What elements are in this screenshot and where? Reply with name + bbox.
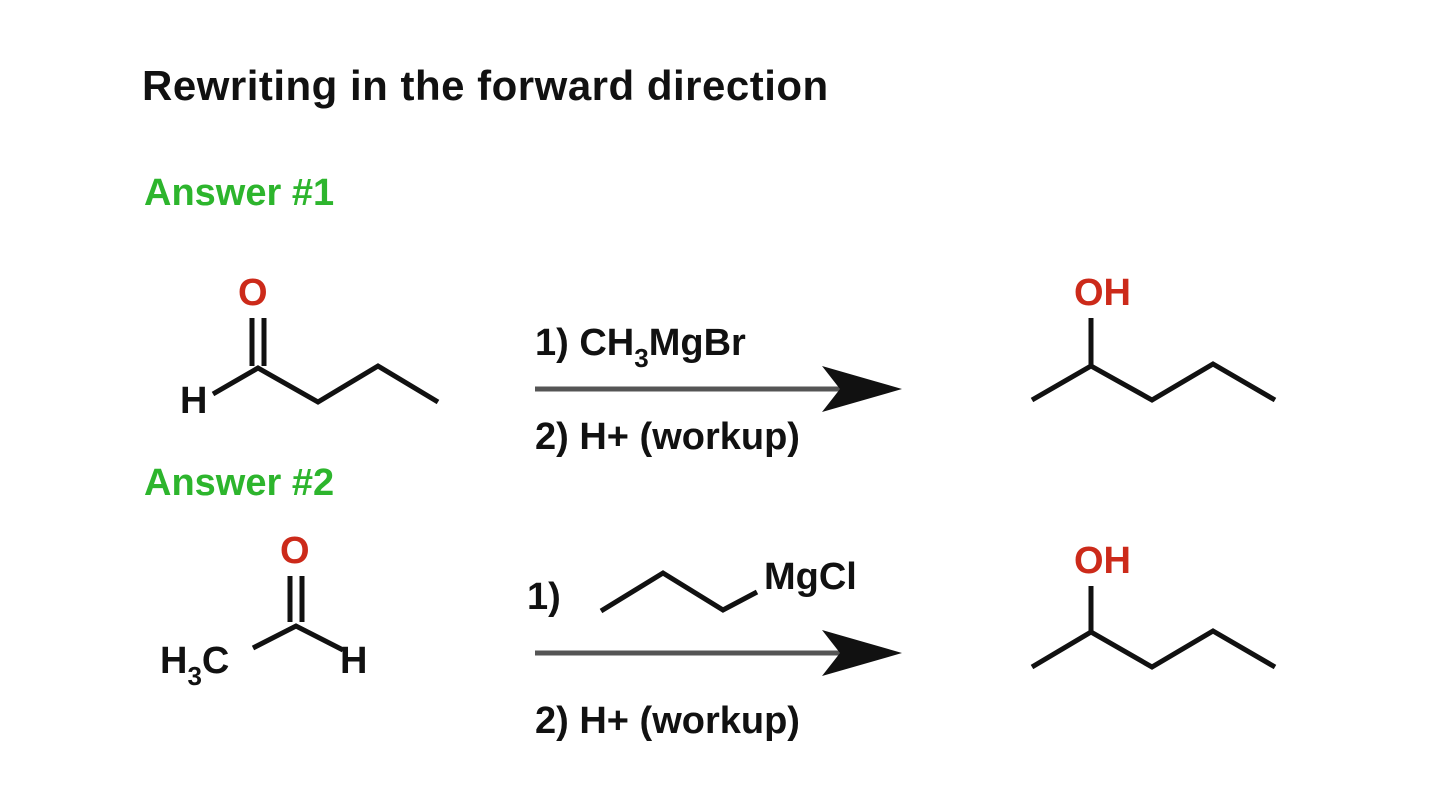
reactant-2-skeleton: [251, 576, 345, 653]
propyl-chain: [599, 570, 759, 614]
answer-2-label: Answer #2: [144, 462, 335, 504]
conditions-1-step1: 1) CH3MgBr: [535, 322, 746, 373]
reactant-1-skeleton: [211, 318, 440, 405]
methyl-c: C: [201, 640, 230, 682]
product-2-skeleton: [1030, 586, 1277, 670]
step1-prefix: 1) CH: [535, 322, 635, 364]
step1-suffix: MgBr: [648, 322, 746, 364]
product-2-hydroxyl: OH: [1074, 540, 1131, 582]
reactant-2-oxygen: O: [280, 530, 310, 572]
reactant-1-oxygen: O: [238, 272, 268, 314]
step1-subscript: 3: [634, 343, 649, 373]
product-1-hydroxyl: OH: [1074, 272, 1131, 314]
conditions-1-step2: 2) H+ (workup): [535, 416, 800, 458]
methyl-h: H: [160, 640, 188, 682]
reaction-arrow-1: [535, 366, 902, 412]
page-title: Rewriting in the forward direction: [142, 62, 829, 109]
reactant-1-hydrogen: H: [180, 380, 208, 422]
conditions-2-step1-prefix: 1): [527, 576, 561, 618]
product-1-skeleton: [1030, 318, 1277, 403]
reaction-arrow-2: [535, 630, 902, 676]
conditions-2-step2: 2) H+ (workup): [535, 700, 800, 742]
methyl-subscript: 3: [187, 661, 202, 691]
conditions-2-step1-reagent: MgCl: [764, 556, 857, 598]
reactant-2-hydrogen: H: [340, 640, 368, 682]
answer-1-label: Answer #1: [144, 172, 335, 214]
reactant-2-methyl: H3C: [160, 640, 230, 691]
